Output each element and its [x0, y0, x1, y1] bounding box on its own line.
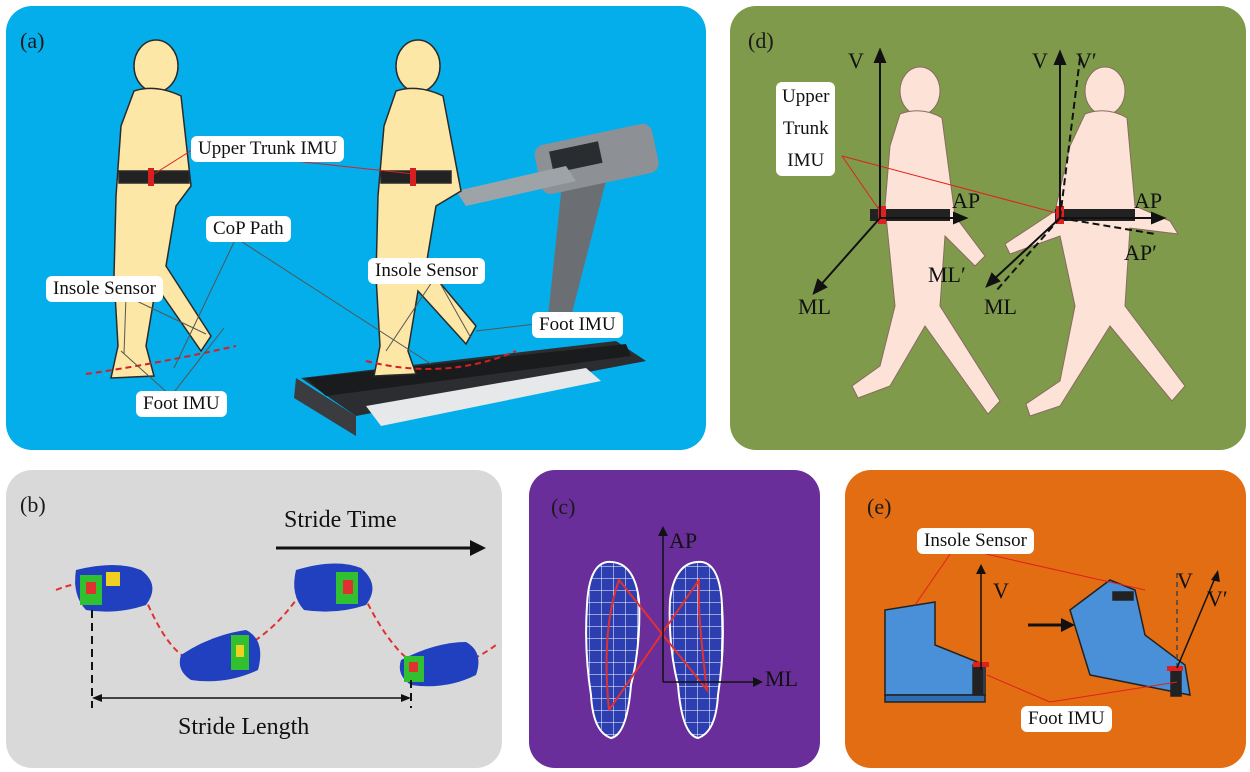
panel-c-label: (c): [551, 496, 575, 518]
stride-time-label: Stride Time: [284, 508, 397, 532]
axis-v-prime-right: V′: [1076, 50, 1097, 72]
panel-e: (e) Insole Sensor Foot IMU V V V′: [845, 470, 1246, 768]
insole-sensor-right-tag: Insole Sensor: [368, 258, 485, 284]
axis-ml-prime-right: ML′: [928, 264, 966, 286]
footprint-2-icon: [180, 630, 261, 681]
panel-d-illustration: [730, 6, 1246, 450]
insole-left-icon: [586, 562, 639, 738]
upper-trunk-imu-tag-d: Upper Trunk IMU: [776, 82, 835, 176]
footprint-3-icon: [294, 563, 372, 611]
panel-b-label: (b): [20, 494, 46, 516]
insole-sensor-left-tag: Insole Sensor: [46, 276, 163, 302]
walker-d-left-figure: [852, 67, 1000, 414]
footprint-1-icon: [75, 565, 152, 612]
footprint-4-icon: [400, 642, 479, 686]
panel-e-label: (e): [867, 496, 891, 518]
imu-tag-line-2: Trunk: [782, 118, 829, 140]
axis-ap-prime-right: AP′: [1124, 242, 1157, 264]
imu-tag-line-3: IMU: [782, 150, 829, 172]
foot-imu-right-tag: Foot IMU: [532, 312, 623, 338]
axis-v-prime-e: V′: [1207, 588, 1228, 610]
insole-right-icon: [670, 562, 723, 738]
foot-imu-tag-e: Foot IMU: [1021, 706, 1112, 732]
stride-length-label: Stride Length: [178, 715, 309, 739]
walker-d-right-figure: [1005, 67, 1185, 416]
shoe-left-icon: [885, 602, 985, 702]
axis-v-e-right: V: [1177, 570, 1193, 592]
insole-sensor-tag-e: Insole Sensor: [917, 528, 1034, 554]
axis-ml-right: ML: [984, 296, 1017, 318]
panel-b: (b) Stride Time Stride Length: [6, 470, 502, 768]
axis-ml-left: ML: [798, 296, 831, 318]
panel-d-label: (d): [748, 30, 774, 52]
axis-v-e-left: V: [993, 580, 1009, 602]
panel-a: (a) Upper Trunk IMU CoP Path Insole Sens…: [6, 6, 706, 450]
imu-tag-line-1: Upper: [782, 86, 829, 108]
walker-right-figure: [374, 40, 476, 376]
axis-ap-c: AP: [669, 530, 697, 552]
axis-ml-c: ML: [765, 668, 798, 690]
panel-a-illustration: [6, 6, 706, 450]
panel-d: (d) Upper Trunk IMU V AP ML V V′ AP AP′ …: [730, 6, 1246, 450]
foot-imu-bottom-tag: Foot IMU: [136, 391, 227, 417]
axis-ap-right: AP: [1134, 190, 1162, 212]
axis-v-left: V: [848, 50, 864, 72]
axis-ap-left: AP: [952, 190, 980, 212]
cop-path-tag: CoP Path: [206, 216, 291, 242]
upper-trunk-imu-tag: Upper Trunk IMU: [191, 136, 344, 162]
panel-c: (c) AP ML: [529, 470, 820, 768]
shoe-right-icon: [1070, 580, 1190, 696]
axis-v-right: V: [1032, 50, 1048, 72]
walker-left-figure: [111, 40, 211, 378]
panel-a-label: (a): [20, 30, 44, 52]
